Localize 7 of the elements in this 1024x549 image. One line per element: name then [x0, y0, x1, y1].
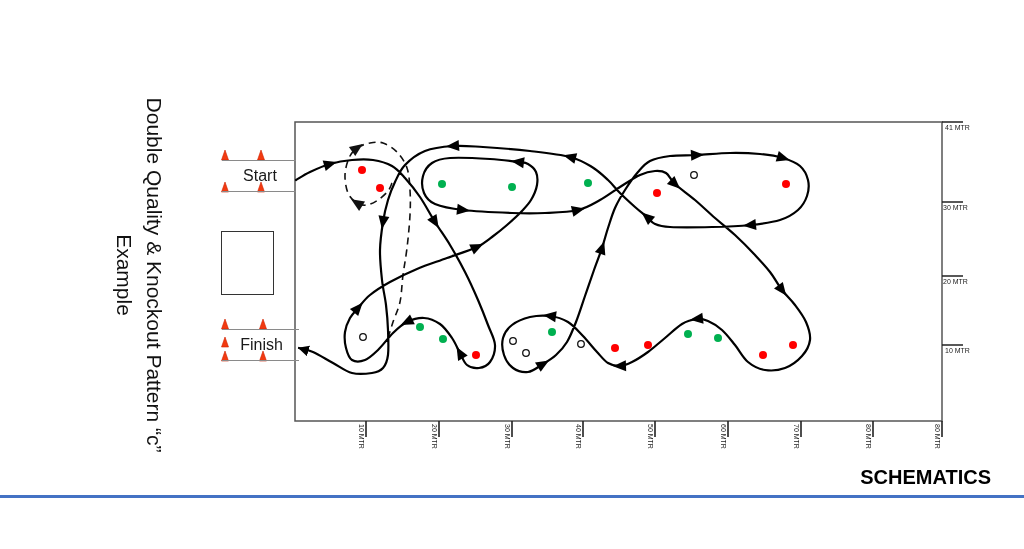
title: Double Quality & Knockout Pattern “c” Example — [112, 96, 167, 455]
gate-label: Finish — [239, 336, 283, 354]
gate-label: Start — [242, 167, 277, 185]
finish-gate — [222, 329, 299, 361]
footer-heading: SCHEMATICS — [860, 465, 991, 489]
empty-box — [221, 231, 274, 295]
start-gate — [222, 160, 296, 192]
